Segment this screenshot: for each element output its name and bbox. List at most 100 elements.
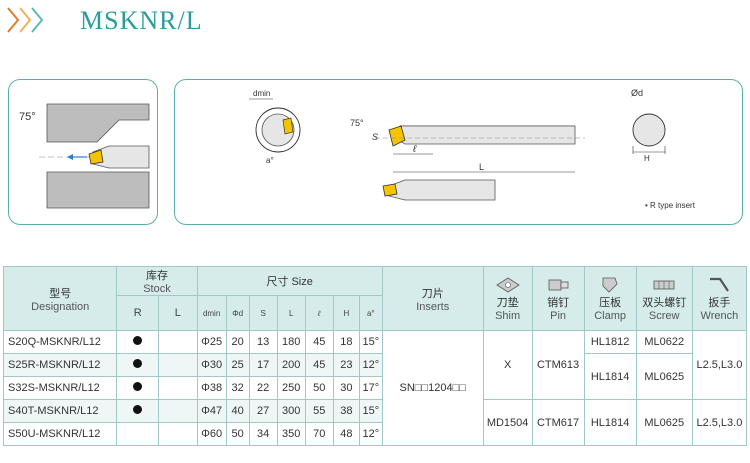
L-cell: 250 xyxy=(276,376,306,400)
application-diagram-panel: 75° xyxy=(8,79,158,225)
l-cell: 45 xyxy=(304,353,334,377)
in-stock-dot xyxy=(133,359,143,368)
stock-r-cell xyxy=(116,330,160,354)
stock-l-cell xyxy=(158,376,198,400)
approach-angle-label: 75° xyxy=(350,118,364,128)
a-cell: 15° xyxy=(358,399,383,423)
stock-l-cell xyxy=(158,422,198,446)
insert-cell: SN□□1204□□ xyxy=(381,330,484,446)
stock-l-cell xyxy=(158,353,198,377)
stock-r-cell xyxy=(116,353,160,377)
stock-r-header: R xyxy=(116,295,160,331)
size-header: 尺寸 Size xyxy=(196,266,383,296)
clamp-icon xyxy=(602,277,618,293)
screw-cell: ML0625 xyxy=(635,399,693,446)
screw-cell: ML0625 xyxy=(635,353,693,400)
in-stock-dot xyxy=(133,382,143,391)
angle-label: 75° xyxy=(19,111,36,123)
wrench-icon xyxy=(710,277,730,292)
designation-cell: S20Q-MSKNR/L12 xyxy=(2,330,118,354)
designation-cell: S25R-MSKNR/L12 xyxy=(2,353,118,377)
in-stock-dot xyxy=(133,336,143,345)
designation-cell: S50U-MSKNR/L12 xyxy=(2,422,118,446)
stock-l-cell xyxy=(158,399,198,423)
stock-r-cell xyxy=(116,376,160,400)
d-header: Φd xyxy=(225,295,250,331)
a-cell: 15° xyxy=(358,330,383,354)
s-dimension-label: S xyxy=(372,132,378,142)
stock-l-cell xyxy=(158,330,198,354)
subheader-row: R L dmin Φd S L ℓ H a° xyxy=(4,295,747,331)
dmin-header: dmin xyxy=(196,295,227,331)
L-header: L xyxy=(276,295,306,331)
in-stock-dot xyxy=(133,405,143,414)
l-cell: 50 xyxy=(304,376,334,400)
s-cell: 34 xyxy=(248,422,278,446)
L-dimension-label: L xyxy=(479,162,484,172)
a-cell: 12° xyxy=(358,422,383,446)
d-cell: 25 xyxy=(225,353,250,377)
s-cell: 13 xyxy=(248,330,278,354)
H-cell: 30 xyxy=(332,376,360,400)
L-cell: 350 xyxy=(276,422,306,446)
clamp-cell: HL1814 xyxy=(583,353,637,400)
shim-cell: MD1504 xyxy=(482,399,533,446)
tool-dimension-diagram: dmin a° 75° S ℓ L Ød H • R type insert xyxy=(249,88,696,210)
pin-icon xyxy=(548,279,569,290)
dmin-cell: Φ60 xyxy=(196,422,227,446)
a-header: a° xyxy=(358,295,383,331)
l-header: ℓ xyxy=(304,295,334,331)
table-row: S25R-MSKNR/L12 Φ30 25 17 200 45 23 12° H… xyxy=(2,353,747,400)
d-cell: 40 xyxy=(225,399,250,423)
table-row: S40T-MSKNR/L12 Φ47 40 27 300 55 38 15° M… xyxy=(2,399,748,446)
H-cell: 38 xyxy=(332,399,360,423)
d-cell: 50 xyxy=(225,422,250,446)
s-cell: 22 xyxy=(248,376,278,400)
L-cell: 200 xyxy=(276,353,306,377)
dmin-cell: Φ25 xyxy=(196,330,227,354)
a-cell: 12° xyxy=(358,353,383,377)
stock-r-cell xyxy=(116,399,160,423)
H-header: H xyxy=(332,295,360,331)
clamp-cell: HL1814 xyxy=(583,399,637,446)
l-cell: 45 xyxy=(304,330,334,354)
boring-application-diagram: 75° xyxy=(19,103,150,209)
page-title: MSKNR/L xyxy=(80,6,203,35)
table-row: S50U-MSKNR/L12 Φ60 50 34 350 70 48 12° xyxy=(2,422,747,446)
dmin-cell: Φ30 xyxy=(196,353,227,377)
insert-note: • R type insert xyxy=(645,201,696,210)
H-dimension-label: H xyxy=(644,154,650,163)
designation-cell: S40T-MSKNR/L12 xyxy=(2,399,118,423)
d-cell: 20 xyxy=(225,330,250,354)
stock-l-header: L xyxy=(158,295,198,331)
a-angle-label: a° xyxy=(266,156,274,165)
s-header: S xyxy=(248,295,278,331)
L-cell: 180 xyxy=(276,330,306,354)
dmin-cell: Φ38 xyxy=(196,376,227,400)
l-cell: 70 xyxy=(304,422,334,446)
H-cell: 48 xyxy=(332,422,360,446)
shim-cell: X xyxy=(482,330,533,400)
dmin-cell: Φ47 xyxy=(196,399,227,423)
s-cell: 27 xyxy=(248,399,278,423)
shim-icon xyxy=(495,277,520,292)
d-cell: 32 xyxy=(225,376,250,400)
a-cell: 17° xyxy=(358,376,383,400)
dmin-label: dmin xyxy=(253,89,270,98)
chevron-right-icon xyxy=(31,7,44,33)
chevron-right-icon xyxy=(19,7,32,33)
chevron-right-icon xyxy=(7,7,20,33)
designation-cell: S32S-MSKNR/L12 xyxy=(2,376,118,400)
L-cell: 300 xyxy=(276,399,306,423)
table-row: S20Q-MSKNR/L12 Φ25 20 13 180 45 18 15° S… xyxy=(2,330,748,446)
l-dimension-label: ℓ xyxy=(412,144,417,155)
wrench-cell: L2.5,L3.0 xyxy=(691,330,748,400)
screw-icon xyxy=(653,280,675,289)
